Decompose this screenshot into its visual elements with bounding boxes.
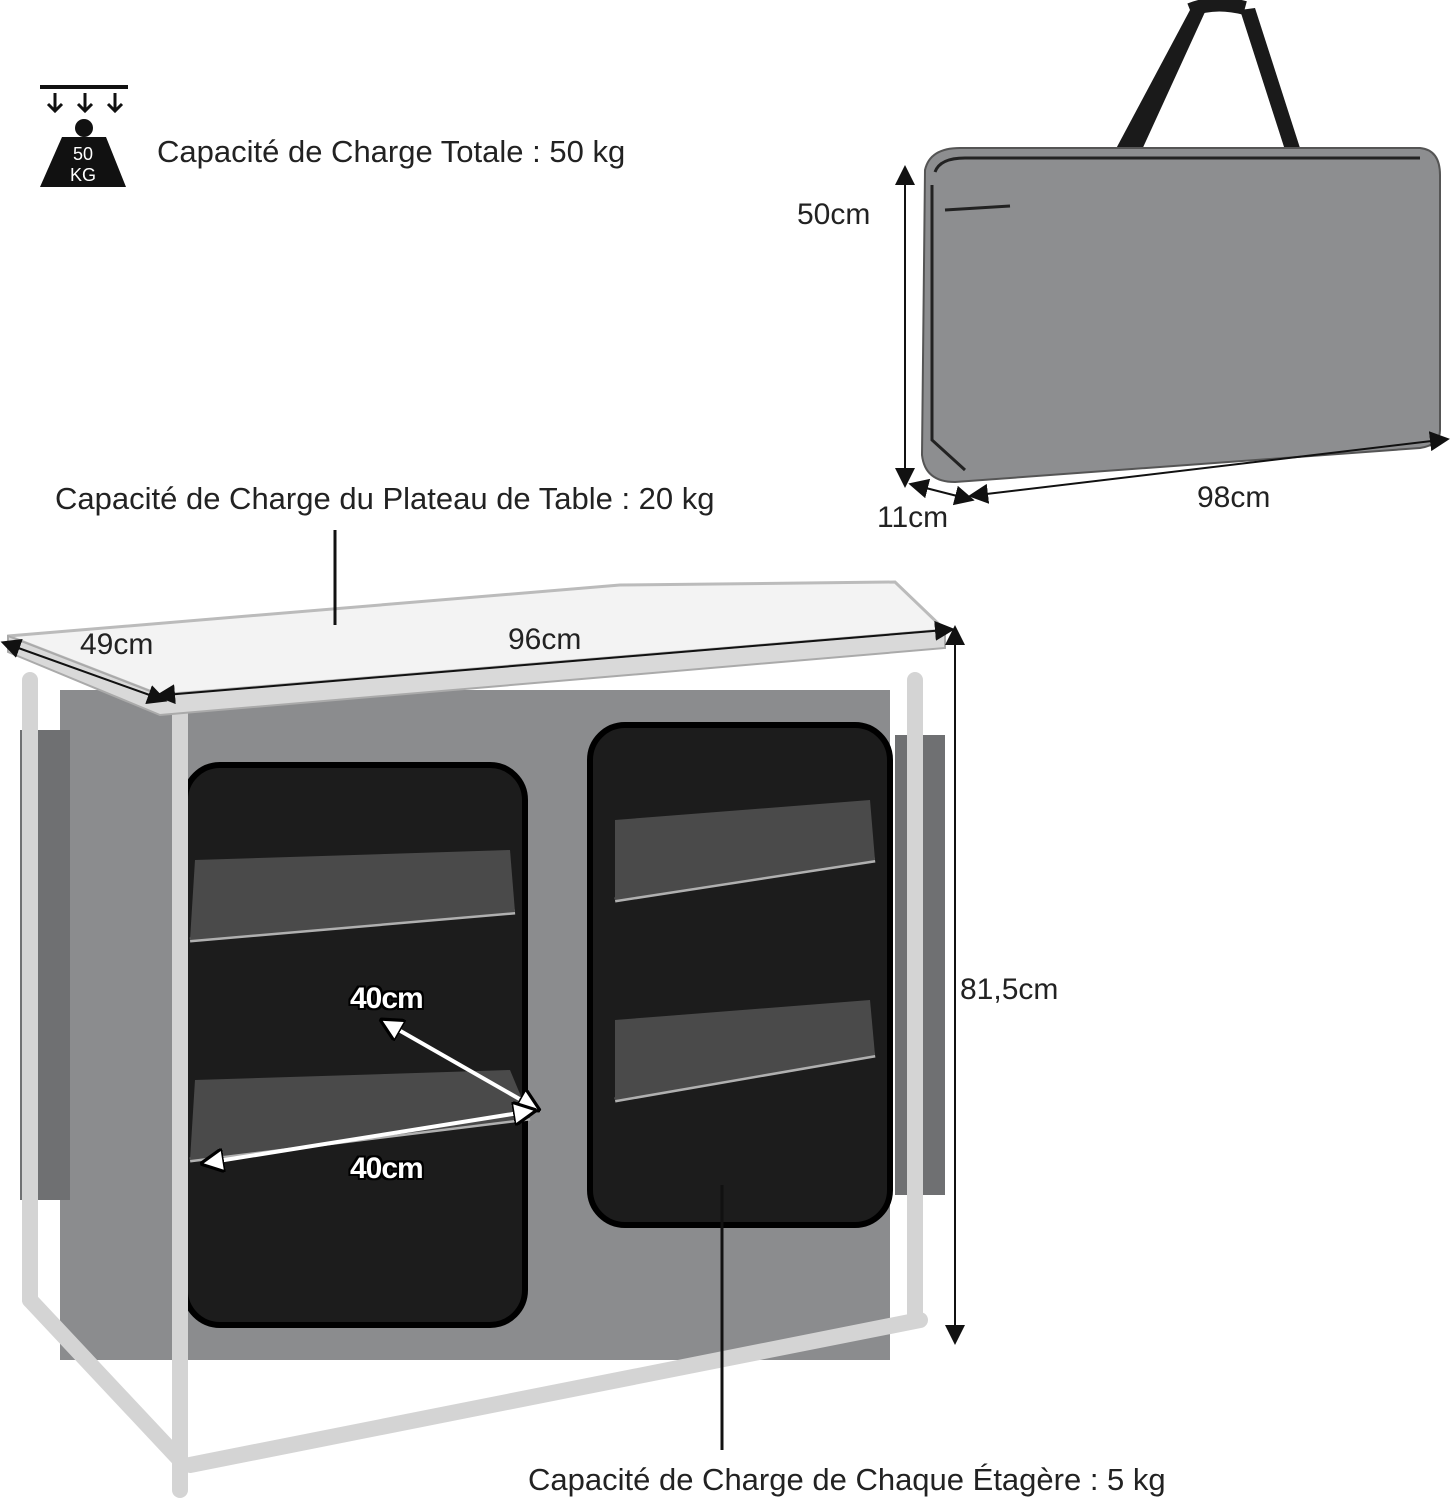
- cabinet-height-label: 81,5cm: [960, 973, 1059, 1006]
- bag-height-label: 50cm: [797, 198, 871, 231]
- camping-cabinet: [7, 580, 949, 1498]
- shelf-depth-label: 40cm: [350, 982, 424, 1015]
- weight-icon: 50 KG: [40, 85, 128, 187]
- bag-depth-label: 11cm: [877, 501, 949, 534]
- bag-width-label: 98cm: [1197, 481, 1271, 514]
- storage-bag: [920, 0, 1441, 484]
- shelf-width-label: 40cm: [350, 1152, 424, 1185]
- shelf-capacity-label: Capacité de Charge de Chaque Étagère : 5…: [528, 1462, 1166, 1497]
- total-capacity-label: Capacité de Charge Totale : 50 kg: [157, 134, 626, 169]
- weight-icon-label-top: 50: [73, 144, 93, 164]
- weight-icon-label-bottom: KG: [70, 165, 96, 185]
- cabinet-width-label: 96cm: [508, 623, 582, 656]
- tabletop-capacity-label: Capacité de Charge du Plateau de Table :…: [55, 481, 715, 516]
- cabinet-depth-label: 49cm: [80, 628, 154, 661]
